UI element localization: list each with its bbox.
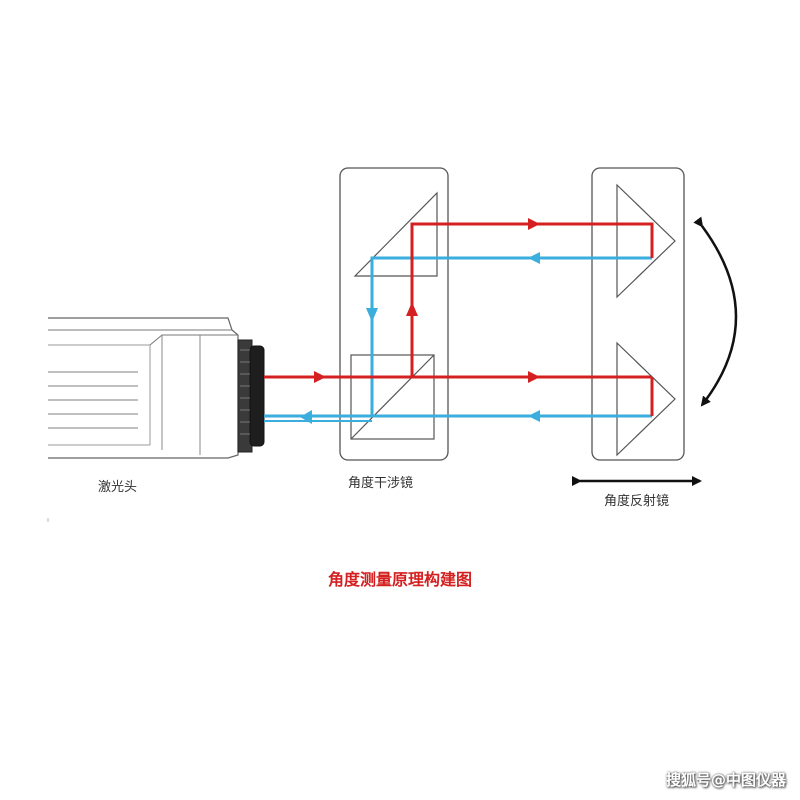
- arrow-right-red: [528, 218, 540, 230]
- arrow-left-blue: [528, 410, 540, 422]
- outgoing-beams: [264, 222, 654, 416]
- angle-interferometer: [339, 167, 449, 461]
- beam-arrows: [300, 218, 540, 424]
- arrow-right-red: [528, 371, 540, 383]
- angle-reflector: [591, 167, 685, 461]
- diagram-caption: 角度测量原理构建图: [327, 570, 472, 589]
- return-beam-path: [264, 256, 652, 418]
- reflector-prism-top: [616, 183, 676, 299]
- rotation-arrow: [693, 216, 738, 407]
- arrow-left-blue: [528, 252, 540, 264]
- laser-head: [48, 317, 265, 459]
- watermark: 搜狐号@中图仪器: [665, 771, 786, 789]
- interferometer-label: 角度干涉镜: [348, 476, 414, 491]
- arrow-left-blue: [300, 410, 312, 424]
- interferometer-prism: [353, 191, 438, 277]
- reflector-label: 角度反射镜: [604, 494, 670, 509]
- arrow-up-red: [406, 302, 418, 316]
- laser-head-label: 激光头: [98, 480, 138, 495]
- arrow-down-blue: [366, 308, 378, 322]
- return-beams: [264, 256, 652, 422]
- reflector-prism-bottom: [616, 341, 676, 457]
- arrow-right-red: [314, 371, 326, 383]
